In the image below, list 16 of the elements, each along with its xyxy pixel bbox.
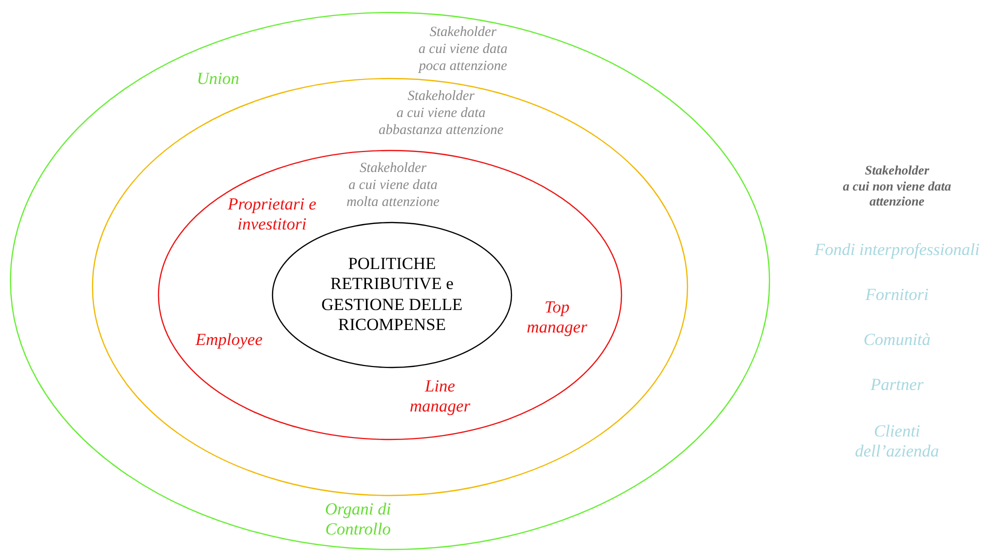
ring-heading: Stakeholder a cui viene data molta attenzione — [346, 160, 440, 212]
stakeholder-label: Clienti dell’azienda — [854, 422, 940, 462]
stakeholder-label: Organi di Controllo — [324, 500, 392, 540]
list-heading: Stakeholder a cui non viene data attenzione — [842, 162, 952, 210]
core-text: POLITICHE RETRIBUTIVE e GESTIONE DELLE RICOMPENSE — [320, 254, 464, 336]
stakeholder-label: Top manager — [526, 298, 588, 338]
stakeholder-label: Partner — [870, 374, 924, 396]
stakeholder-label: Comunità — [862, 330, 932, 350]
stakeholder-label: Line manager — [408, 376, 472, 418]
ring-heading: Stakeholder a cui viene data abbastanza attenzione — [378, 88, 504, 140]
ring-heading: Stakeholder a cui viene data poca attenzione — [417, 24, 509, 76]
stakeholder-label: Employee — [194, 330, 264, 350]
stakeholder-label: Fornitori — [864, 284, 930, 306]
stakeholder-label: Fondi interprofessionali — [813, 240, 981, 260]
stakeholder-label: Union — [196, 68, 240, 90]
stakeholder-label: Proprietari e investitori — [226, 194, 318, 236]
